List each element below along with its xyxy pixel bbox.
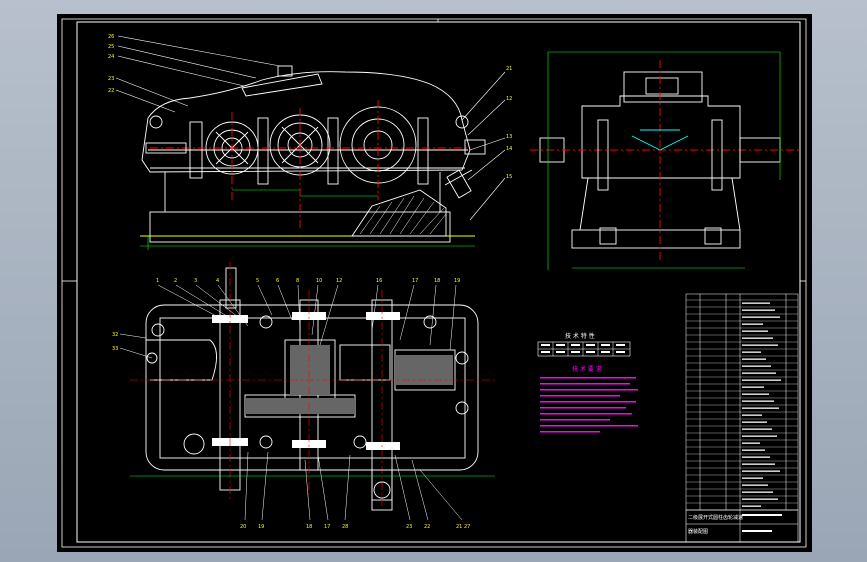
parts-list-row-text: [742, 505, 761, 507]
inner-frame: [76, 21, 801, 543]
parts-list-row-text: [742, 358, 766, 360]
parts-list-row-text: [742, 365, 771, 367]
svg-text:14: 14: [506, 146, 512, 152]
parts-list-row-text: [742, 323, 763, 325]
section-hatch: [351, 189, 447, 237]
svg-text:2: 2: [174, 278, 177, 284]
svg-text:16: 16: [376, 278, 382, 284]
svg-text:6: 6: [276, 278, 279, 284]
svg-text:13: 13: [506, 134, 512, 140]
parts-list-row-text: [742, 477, 763, 479]
parts-list-row-text: [742, 484, 768, 486]
svg-text:25: 25: [108, 44, 114, 50]
bolts: [149, 115, 469, 185]
parts-list-row-text: [742, 372, 776, 374]
parts-list-row-text: [742, 463, 775, 465]
svg-text:17: 17: [324, 524, 330, 530]
outer-frame: [61, 18, 807, 548]
parts-list-row-text: [742, 393, 769, 395]
svg-text:23: 23: [108, 76, 114, 82]
trim-marks: [62, 19, 806, 282]
svg-text:24: 24: [108, 54, 114, 60]
parts-list-row-text: [742, 407, 779, 409]
svg-text:26: 26: [108, 34, 114, 40]
tech-req-title: 技 术 要 求: [572, 365, 602, 373]
svg-text:33: 33: [112, 346, 118, 352]
svg-text:18: 18: [306, 524, 312, 530]
parts-list-row-text: [742, 337, 773, 339]
parts-list-row-text: [742, 302, 770, 304]
svg-text:22: 22: [108, 88, 114, 94]
parts-list-row-text: [742, 316, 780, 318]
parts-list-row-text: [742, 456, 770, 458]
parts-list-row-text: [742, 400, 774, 402]
parts-list-row-text: [742, 498, 778, 500]
svg-text:21: 21: [506, 66, 512, 72]
svg-text:21 27: 21 27: [456, 524, 470, 530]
parts-list-row-text: [742, 414, 762, 416]
tech-spec: 技 术 特 性: [537, 332, 631, 357]
parts-list-row-text: [742, 386, 764, 388]
svg-text:3: 3: [194, 278, 197, 284]
parts-list-row-text: [742, 379, 781, 381]
title-block: 二级展开式圆柱齿轮减速 器装配图: [685, 509, 799, 543]
parts-list-row-text: [742, 491, 773, 493]
svg-text:4: 4: [216, 278, 219, 284]
housing-outline: [141, 71, 471, 173]
parts-list-row-text: [742, 470, 780, 472]
svg-text:8: 8: [296, 278, 299, 284]
svg-text:19: 19: [258, 524, 264, 530]
tech-spec-title: 技 术 特 性: [565, 332, 595, 340]
svg-text:28: 28: [342, 524, 348, 530]
front-view: [115, 35, 506, 250]
parts-list-row-text: [742, 449, 765, 451]
drawing-title-line2: 器装配图: [688, 528, 708, 535]
part-labels: 26 25 24 23 22 21 12 13 14 15 1 2 3 4 5 …: [108, 34, 512, 530]
tech-requirements: 技 术 要 求: [540, 365, 638, 433]
parts-list-row-text: [742, 435, 777, 437]
parts-list-row-text: [742, 309, 775, 311]
svg-text:5: 5: [256, 278, 259, 284]
svg-text:12: 12: [336, 278, 342, 284]
parts-list-row-text: [742, 428, 772, 430]
parts-list-row-text: [742, 330, 768, 332]
svg-text:10: 10: [316, 278, 322, 284]
svg-text:19: 19: [454, 278, 460, 284]
svg-text:18: 18: [434, 278, 440, 284]
parts-list-row-text: [742, 421, 767, 423]
svg-text:15: 15: [506, 174, 512, 180]
parts-list-rows: [686, 299, 798, 507]
svg-text:20: 20: [240, 524, 246, 530]
svg-text:12: 12: [506, 96, 512, 102]
svg-text:1: 1: [156, 278, 159, 284]
svg-text:17: 17: [412, 278, 418, 284]
parts-list-row-text: [742, 344, 778, 346]
plan-view: [119, 262, 495, 521]
parts-list-row-text: [742, 442, 760, 444]
svg-text:32: 32: [112, 332, 118, 338]
side-view: [530, 51, 800, 270]
svg-text:22: 22: [424, 524, 430, 530]
svg-text:23: 23: [406, 524, 412, 530]
parts-list-row-text: [742, 351, 761, 353]
drawing-title-line1: 二级展开式圆柱齿轮减速: [688, 514, 743, 521]
